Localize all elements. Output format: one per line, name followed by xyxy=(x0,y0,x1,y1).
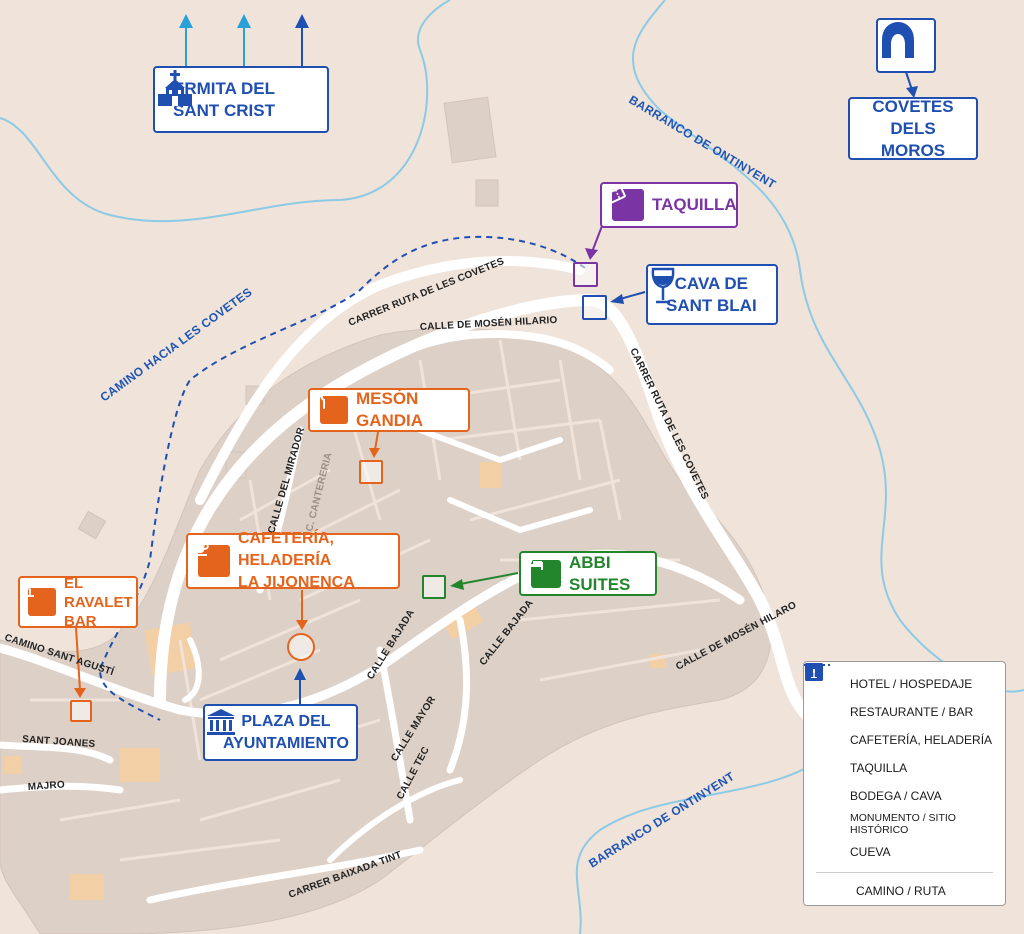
coffee-cup-icon xyxy=(805,663,836,750)
poi-plaza-line1: PLAZA DEL xyxy=(241,712,331,730)
street-label: MAJRO xyxy=(27,779,65,793)
poi-plaza[interactable]: PLAZA DEL AYUNTAMIENTO xyxy=(203,704,358,761)
dashed-line-icon xyxy=(804,664,842,901)
poi-ravalet-line1: EL RAVALET xyxy=(64,574,133,611)
legend-label: TAQUILLA xyxy=(850,761,908,775)
poi-covetes-icon-box[interactable] xyxy=(876,18,936,73)
bed-icon xyxy=(523,557,561,588)
abbi-marker[interactable] xyxy=(422,575,446,599)
poi-cava[interactable]: CAVA DE SANT BLAI xyxy=(646,264,778,325)
legend-label: CAFETERÍA, HELADERÍA xyxy=(850,733,993,747)
poi-cafeteria-line1: CAFETERÍA, HELADERÍA xyxy=(238,530,334,569)
fork-knife-icon xyxy=(313,391,348,424)
cava-marker[interactable] xyxy=(582,295,607,320)
poi-abbi[interactable]: ABBI SUITES xyxy=(519,551,657,596)
poi-ravalet[interactable]: EL RAVALET BAR xyxy=(18,574,138,630)
poi-ermita-line2: SANT CRIST xyxy=(173,100,275,120)
legend-label: RESTAURANTE / BAR xyxy=(850,705,974,719)
poi-cava-line2: SANT BLAI xyxy=(666,295,757,315)
coffee-cup-icon xyxy=(191,542,230,577)
legend-item: HOTEL / HOSPEDAJE xyxy=(805,663,993,698)
legend-divider xyxy=(816,872,993,873)
poi-meson[interactable]: MESÓN GANDIA xyxy=(308,388,470,432)
legend-item: MONUMENTO / SITIO HISTÓRICO xyxy=(805,664,993,838)
poi-plaza-line2: AYUNTAMIENTO xyxy=(223,734,349,752)
legend-item-route: CAMINO / RUTA xyxy=(804,664,993,905)
meson-marker[interactable] xyxy=(359,460,383,484)
poi-ermita[interactable]: ERMITA DEL SANT CRIST xyxy=(153,66,329,133)
legend-label: MONUMENTO / SITIO HISTÓRICO xyxy=(850,812,956,836)
river-west xyxy=(0,0,451,223)
poi-taquilla[interactable]: TAQUILLA xyxy=(600,182,738,228)
poi-cafeteria[interactable]: CAFETERÍA, HELADERÍA LA JIJONENCA xyxy=(186,530,400,591)
poi-abbi-label: ABBI SUITES xyxy=(569,552,631,594)
legend-label: CAMINO / RUTA xyxy=(856,884,946,898)
ticket-icon xyxy=(805,663,836,778)
river-east xyxy=(631,0,1024,693)
poi-meson-label: MESÓN GANDIA xyxy=(356,389,424,430)
fork-knife-icon xyxy=(805,663,836,722)
poi-taquilla-label: TAQUILLA xyxy=(652,195,737,214)
legend-item: CAFETERÍA, HELADERÍA xyxy=(805,663,993,754)
legend-label: CUEVA xyxy=(850,845,891,859)
ticket-icon xyxy=(602,186,644,221)
street-label: SANT JOANES xyxy=(22,734,96,750)
leader-lines xyxy=(74,14,918,704)
ravalet-marker[interactable] xyxy=(70,700,92,722)
hiking-route xyxy=(98,235,586,721)
legend-label: HOTEL / HOSPEDAJE xyxy=(850,677,973,691)
legend-item: CUEVA xyxy=(806,663,993,866)
legend-item: RESTAURANTE / BAR xyxy=(805,663,993,726)
cocktail-icon xyxy=(23,579,56,616)
water-label-north: BARRANCO DE ONTINYENT xyxy=(626,93,778,192)
cafeteria-marker[interactable] xyxy=(287,633,315,661)
poi-covetes-line1: COVETES xyxy=(872,96,954,116)
poi-covetes[interactable]: COVETES DELS MOROS xyxy=(848,97,978,160)
poi-cafeteria-line2: LA JIJONENCA xyxy=(238,574,355,591)
route-label: CAMINO HACIA LES COVETES xyxy=(98,285,255,405)
map-legend: HOTEL / HOSPEDAJE RESTAURANTE / BAR CAFE… xyxy=(803,661,1006,906)
monument-icon xyxy=(805,664,836,834)
poi-covetes-line2: DELS MOROS xyxy=(880,118,946,160)
wine-glass-icon xyxy=(805,663,836,806)
river-southeast xyxy=(575,759,821,934)
cave-icon xyxy=(806,663,836,862)
water-label-south: BARRANCO DE ONTINYENT xyxy=(586,769,737,871)
poi-cava-line1: CAVA DE xyxy=(674,273,749,293)
legend-label: BODEGA / CAVA xyxy=(850,789,942,803)
poi-ravalet-line2: BAR xyxy=(64,612,97,630)
legend-item: TAQUILLA xyxy=(805,663,993,782)
legend-item: BODEGA / CAVA xyxy=(805,663,993,810)
taquilla-marker[interactable] xyxy=(573,262,598,287)
poi-ermita-line1: ERMITA DEL xyxy=(173,78,275,98)
